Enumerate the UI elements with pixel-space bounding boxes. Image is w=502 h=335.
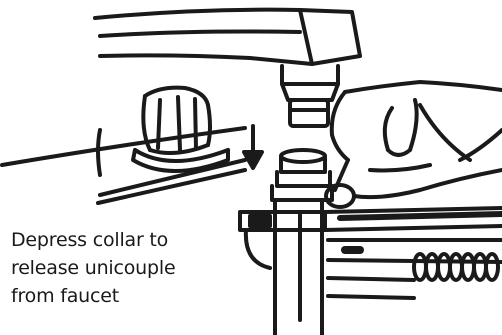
hand-icon [326,82,502,207]
caption-line: release unicouple [11,254,211,282]
faucet-spout-icon [95,10,360,126]
instruction-caption: Depress collar to release unicouple from… [11,226,211,310]
hose-coil-icon [414,254,498,280]
caption-line: Depress collar to [11,226,211,254]
hose-icon [325,208,502,298]
faucet-knob-icon [133,88,228,171]
caption-line: from faucet [11,282,211,310]
unicouple-collar-icon [240,150,332,335]
down-arrow-icon [244,126,262,168]
